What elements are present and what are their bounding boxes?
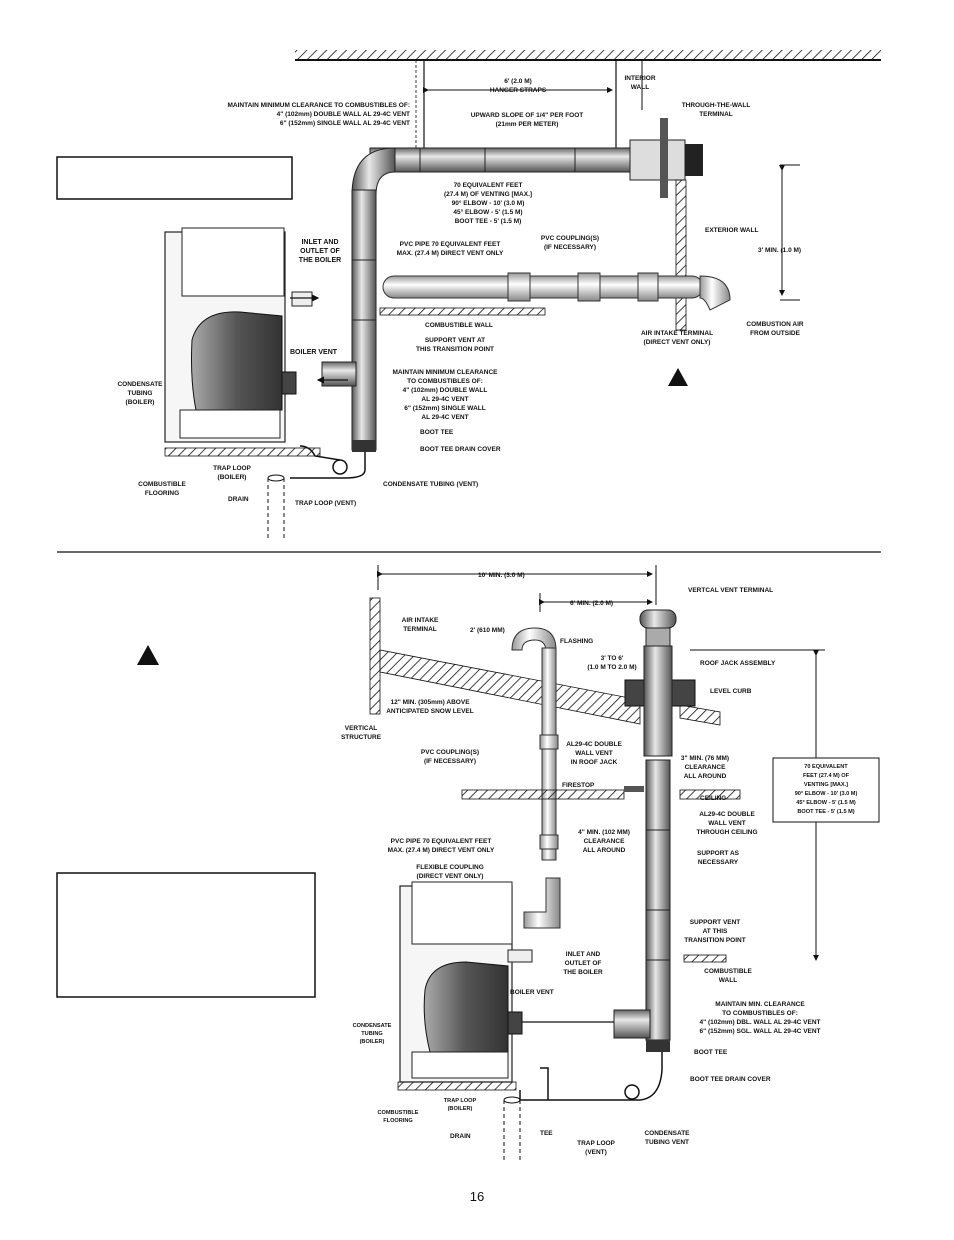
horizontal-vent-pipe bbox=[369, 147, 636, 173]
boot-tee-drain-cover-bottom bbox=[646, 1040, 670, 1052]
svg-text:EXTERIOR WALL: EXTERIOR WALL bbox=[705, 227, 758, 234]
svg-text:TRAP LOOP (VENT): TRAP LOOP (VENT) bbox=[295, 500, 356, 507]
through-wall-terminal bbox=[629, 139, 686, 181]
pvc-intake-vertical bbox=[541, 647, 557, 861]
svg-text:3' TO 6'(1.0 M TO 2.0 M): 3' TO 6'(1.0 M TO 2.0 M) bbox=[587, 655, 636, 671]
svg-text:ROOF JACK ASSEMBLY: ROOF JACK ASSEMBLY bbox=[700, 660, 776, 667]
svg-text:TRAP LOOP(BOILER): TRAP LOOP(BOILER) bbox=[213, 465, 251, 481]
combustible-wall-top bbox=[379, 307, 546, 316]
exterior-wall bbox=[675, 179, 687, 331]
svg-text:DRAIN: DRAIN bbox=[228, 496, 249, 503]
note-box-top bbox=[56, 156, 293, 200]
svg-text:TRAP LOOP(VENT): TRAP LOOP(VENT) bbox=[577, 1140, 615, 1156]
vertical-structure bbox=[369, 597, 381, 715]
boiler-bottom bbox=[399, 881, 533, 1083]
boot-tee-drain-cover bbox=[352, 440, 376, 452]
svg-text:CEILING: CEILING bbox=[700, 795, 726, 802]
vertical-vent-through-ceiling bbox=[645, 759, 671, 961]
boot-tee-top bbox=[321, 361, 357, 387]
combustible-flooring-bottom bbox=[397, 1081, 517, 1091]
svg-text:3' MIN. (1.0 M): 3' MIN. (1.0 M) bbox=[758, 247, 801, 254]
svg-text:BOILER VENT: BOILER VENT bbox=[510, 989, 554, 996]
firestop-floor bbox=[461, 789, 625, 800]
svg-text:6' (2.0 M)HANGER STRAPS: 6' (2.0 M)HANGER STRAPS bbox=[490, 78, 547, 94]
condensate-tubing-bottom bbox=[519, 1052, 663, 1101]
equivalent-feet-box bbox=[772, 757, 880, 823]
svg-text:BOOT TEE DRAIN COVER: BOOT TEE DRAIN COVER bbox=[420, 446, 501, 453]
svg-text:TRAP LOOP(BOILER): TRAP LOOP(BOILER) bbox=[444, 1098, 477, 1112]
vent-in-roof-jack bbox=[643, 645, 673, 757]
condensate-tubing-top bbox=[290, 445, 366, 479]
svg-text:!: ! bbox=[676, 376, 679, 387]
vertical-vent-terminal bbox=[639, 609, 677, 647]
bottom-vent-diagram: ! 10' MIN. (3.0 M) 6' MIN. (2.0 M) VERTC… bbox=[56, 565, 880, 1160]
svg-text:BOOT TEE: BOOT TEE bbox=[694, 1049, 728, 1056]
svg-text:LEVEL CURB: LEVEL CURB bbox=[710, 688, 752, 695]
svg-text:BOOT TEE: BOOT TEE bbox=[420, 429, 454, 436]
svg-text:TEE: TEE bbox=[540, 1130, 553, 1137]
combustible-flooring-top bbox=[164, 447, 321, 457]
svg-text:DRAIN: DRAIN bbox=[450, 1133, 471, 1140]
svg-text:VERTCAL VENT TERMINAL: VERTCAL VENT TERMINAL bbox=[688, 587, 773, 594]
terminal-cap bbox=[685, 144, 703, 176]
air-intake-terminal bbox=[699, 275, 731, 311]
svg-text:FLASHING: FLASHING bbox=[560, 638, 593, 645]
top-vent-diagram: ! MAINTAIN MINIMUM CLEARANCE TO COMBUSTI… bbox=[56, 50, 881, 540]
svg-text:PVC COUPLING(S)(IF NECESSARY): PVC COUPLING(S)(IF NECESSARY) bbox=[421, 749, 479, 765]
warning-icon-bottom: ! bbox=[137, 645, 159, 666]
svg-text:UPWARD SLOPE OF 1/4" PER FOOT(: UPWARD SLOPE OF 1/4" PER FOOT(21mm PER M… bbox=[471, 112, 584, 128]
svg-text:2' (610 MM): 2' (610 MM) bbox=[470, 627, 505, 634]
svg-text:PVC COUPLING(S)(IF NECESSARY): PVC COUPLING(S)(IF NECESSARY) bbox=[541, 235, 599, 251]
vent-elbow bbox=[351, 147, 396, 196]
svg-text:COMBUSTIBLE WALL: COMBUSTIBLE WALL bbox=[425, 322, 493, 329]
svg-text:70 EQUIVALENT FEET(27.4 M) OF: 70 EQUIVALENT FEET(27.4 M) OF VENTING [M… bbox=[444, 182, 532, 225]
page-number: 16 bbox=[469, 1189, 485, 1204]
svg-text:FIRESTOP: FIRESTOP bbox=[562, 782, 595, 789]
svg-text:6' MIN. (2.0 M): 6' MIN. (2.0 M) bbox=[570, 600, 613, 607]
note-box-bottom bbox=[56, 872, 316, 998]
svg-text:CONDENSATE TUBING (VENT): CONDENSATE TUBING (VENT) bbox=[383, 481, 478, 488]
trap-loop-vent-bottom bbox=[624, 1084, 640, 1100]
svg-text:BOILER VENT: BOILER VENT bbox=[290, 349, 338, 356]
svg-text:BOOT TEE DRAIN COVER: BOOT TEE DRAIN COVER bbox=[690, 1076, 771, 1083]
trap-loop-vent-top bbox=[332, 459, 348, 475]
svg-text:FLEXIBLE COUPLING(DIRECT VENT: FLEXIBLE COUPLING(DIRECT VENT ONLY) bbox=[416, 864, 484, 880]
flexible-coupling bbox=[523, 877, 561, 929]
boot-tee-bottom bbox=[613, 1009, 651, 1039]
svg-text:!: ! bbox=[146, 654, 150, 666]
warning-icon: ! bbox=[668, 368, 688, 387]
svg-text:MAINTAIN MINIMUM CLEARANCE TO: MAINTAIN MINIMUM CLEARANCE TO COMBUSTIBL… bbox=[228, 102, 411, 127]
svg-text:10' MIN. (3.0 M): 10' MIN. (3.0 M) bbox=[478, 572, 525, 579]
ceiling-hatch bbox=[295, 50, 881, 60]
svg-text:AIR INTAKE TERMINAL(DIRECT VEN: AIR INTAKE TERMINAL(DIRECT VENT ONLY) bbox=[641, 330, 713, 346]
boiler-top bbox=[164, 227, 313, 443]
